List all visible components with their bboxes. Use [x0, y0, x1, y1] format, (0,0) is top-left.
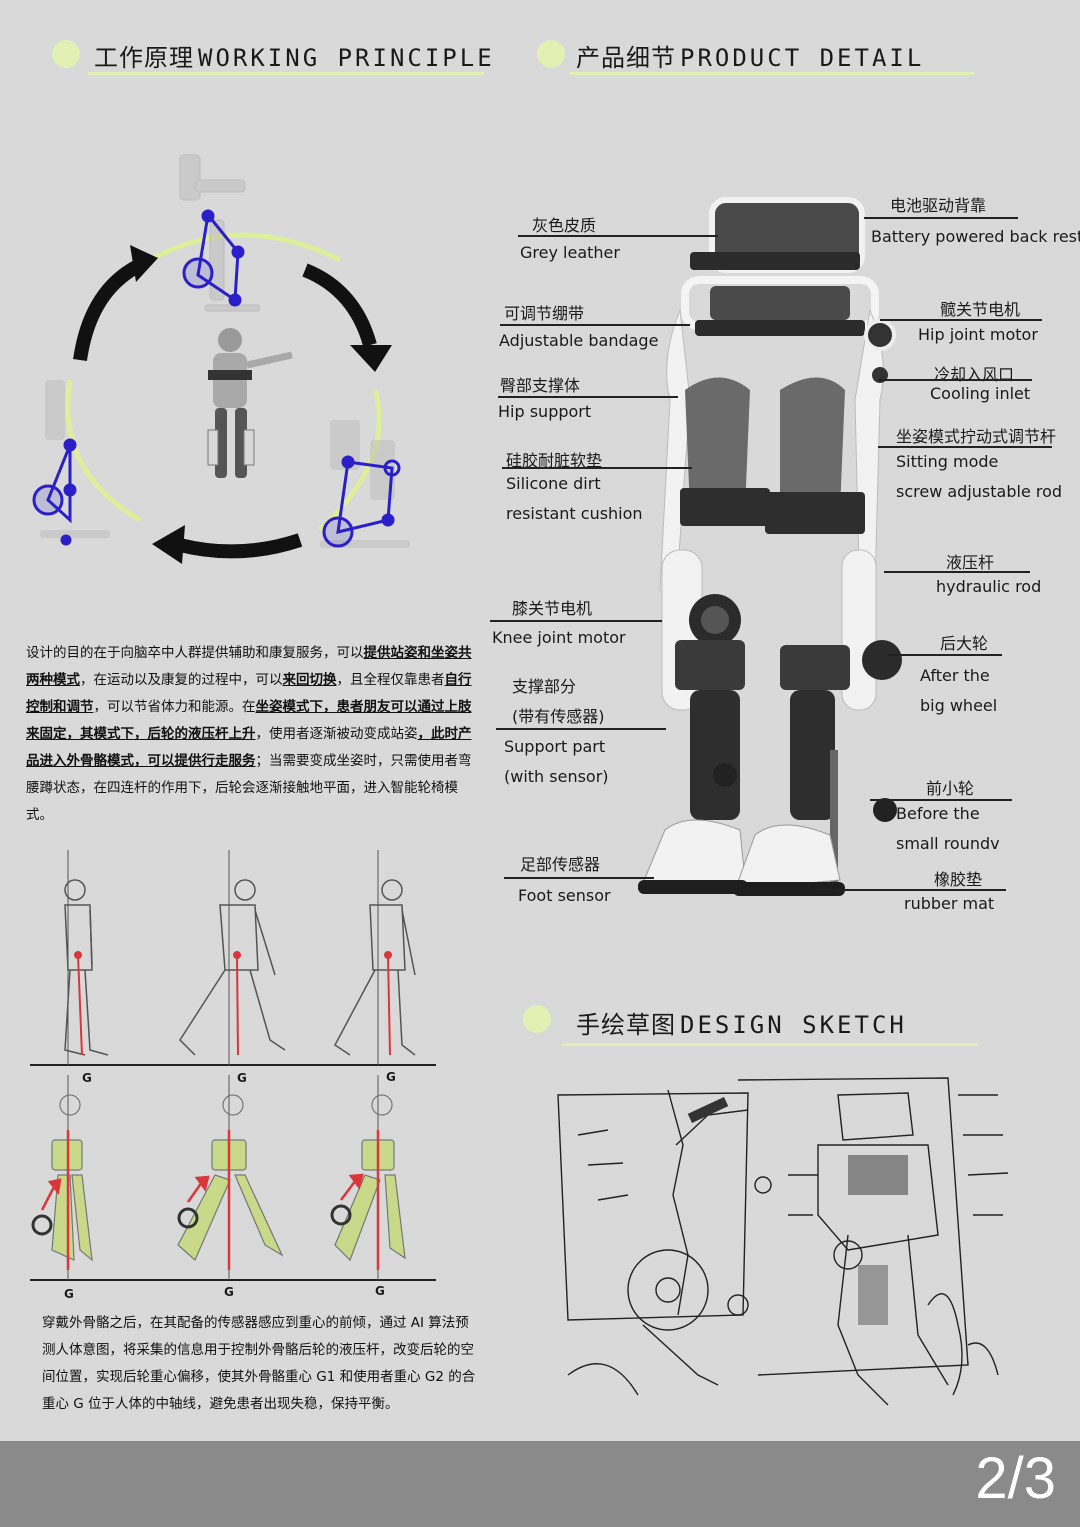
exo-walker-figure: [177, 1094, 284, 1261]
linkage-right: [322, 455, 401, 548]
label-support-zh1: 支撑部分: [512, 677, 577, 696]
leader-line: [864, 217, 1018, 219]
leader-line: [884, 571, 1030, 573]
leader-line: [502, 467, 692, 469]
leader-line: [870, 799, 1012, 801]
cycle-arrowhead-bottom: [152, 525, 185, 564]
label-foot-sensor-zh: 足部传感器: [520, 855, 601, 874]
leader-line: [880, 319, 1042, 321]
label-support-en2: (with sensor): [504, 767, 609, 786]
label-support-zh2: (带有传感器): [512, 707, 605, 726]
label-sitting-en2: screw adjustable rod: [896, 482, 1063, 501]
section-dot-sketch: [523, 1005, 551, 1033]
label-rear-wheel-en2: big wheel: [920, 696, 998, 715]
design-sketch-drawing: [548, 1075, 1018, 1435]
gravity-label: G: [375, 1284, 385, 1298]
leader-line: [504, 877, 654, 879]
leader-line: [490, 620, 662, 622]
label-bandage-en: Adjustable bandage: [499, 331, 659, 350]
gravity-label: G: [224, 1285, 234, 1299]
gravity-label: G: [64, 1287, 74, 1301]
leader-line: [496, 728, 666, 730]
label-rubber-en: rubber mat: [904, 894, 995, 913]
label-front-wheel-en2: small roundv: [896, 834, 1000, 853]
exo-walker-figure: [31, 1094, 93, 1262]
cycle-arrow-right: [302, 263, 377, 347]
label-bandage-zh: 可调节绷带: [504, 304, 585, 323]
gravity-label: G: [82, 1071, 92, 1085]
cycle-arrow-left: [73, 258, 144, 362]
label-hip-motor-zh: 髋关节电机: [940, 300, 1021, 319]
label-sitting-zh: 坐姿模式拧动式调节杆: [896, 427, 1057, 446]
label-front-wheel-zh: 前小轮: [926, 779, 975, 798]
label-support-en1: Support part: [504, 737, 606, 756]
leader-line: [500, 324, 690, 326]
exoskeleton-product-render: [638, 197, 902, 896]
linkage-left: [32, 438, 77, 546]
leader-line: [878, 379, 1032, 381]
cycle-arrowhead-left: [130, 245, 158, 282]
leader-line: [518, 235, 718, 237]
label-rubber-zh: 橡胶垫: [934, 870, 983, 889]
label-grey-leather-en: Grey leather: [520, 243, 620, 262]
label-hydraulic-zh: 液压杆: [946, 553, 995, 572]
center-person-figure: [207, 328, 293, 478]
label-hip-support-zh: 臀部支撑体: [500, 376, 581, 395]
exo-walker-figure: [330, 1094, 406, 1262]
walker-figure: [334, 879, 416, 1056]
leader-line: [888, 654, 1002, 656]
linkage-top: [182, 209, 245, 307]
cycle-arc-right: [318, 389, 382, 532]
gait-diagram: [30, 850, 436, 1281]
leader-line: [878, 446, 1052, 448]
section-dot-working: [52, 40, 80, 68]
leader-line: [814, 889, 1006, 891]
label-silicone-en2: resistant cushion: [506, 504, 643, 523]
label-silicone-en1: Silicone dirt: [506, 474, 601, 493]
label-sitting-en1: Sitting mode: [896, 452, 999, 471]
gravity-label: G: [386, 1070, 396, 1084]
label-cooling-en: Cooling inlet: [930, 384, 1031, 403]
label-hip-support-en: Hip support: [498, 402, 592, 421]
sensor-paragraph: 穿戴外骨骼之后，在其配备的传感器感应到重心的前倾，通过 AI 算法预测人体意图，…: [42, 1315, 476, 1412]
section-underline-product: [570, 72, 974, 75]
label-battery-en: Battery powered back rest: [871, 227, 1080, 246]
gravity-marker: [40, 1130, 380, 1270]
label-rear-wheel-en1: After the: [920, 666, 990, 685]
label-silicone-zh: 硅胶耐脏软垫: [506, 451, 603, 470]
cycle-arrowhead-right: [350, 345, 392, 372]
page-footer: 2/3: [0, 1441, 1080, 1527]
walker-figure: [179, 879, 286, 1056]
label-cooling-zh: 冷却入风口: [934, 365, 1015, 384]
working-cycle-diagram: [32, 154, 410, 564]
label-grey-leather-zh: 灰色皮质: [532, 216, 597, 235]
label-hydraulic-en: hydraulic rod: [936, 577, 1042, 596]
cycle-arrow-bottom: [178, 533, 303, 559]
label-knee-motor-zh: 膝关节电机: [512, 599, 593, 618]
section-dot-product: [537, 40, 565, 68]
walker-figure: [64, 879, 109, 1056]
leader-line: [498, 396, 678, 398]
label-battery-zh: 电池驱动背靠: [890, 196, 987, 215]
description-paragraph: 设计的目的在于向脑卒中人群提供辅助和康复服务，可以提供站姿和坐姿共两种模式，在运…: [26, 645, 472, 823]
robot-figure-left: [40, 380, 110, 538]
label-front-wheel-en1: Before the: [896, 804, 980, 823]
section-underline-sketch: [562, 1043, 978, 1046]
cycle-arc-top: [148, 232, 342, 263]
page-number: 2/3: [975, 1446, 1056, 1511]
label-hip-motor-en: Hip joint motor: [918, 325, 1038, 344]
gravity-marker: [74, 951, 392, 1056]
cycle-arc-left: [65, 379, 142, 523]
label-knee-motor-en: Knee joint motor: [492, 628, 626, 647]
label-foot-sensor-en: Foot sensor: [518, 886, 611, 905]
label-rear-wheel-zh: 后大轮: [940, 634, 989, 653]
gravity-label: G: [237, 1071, 247, 1085]
section-underline-working: [88, 72, 484, 75]
